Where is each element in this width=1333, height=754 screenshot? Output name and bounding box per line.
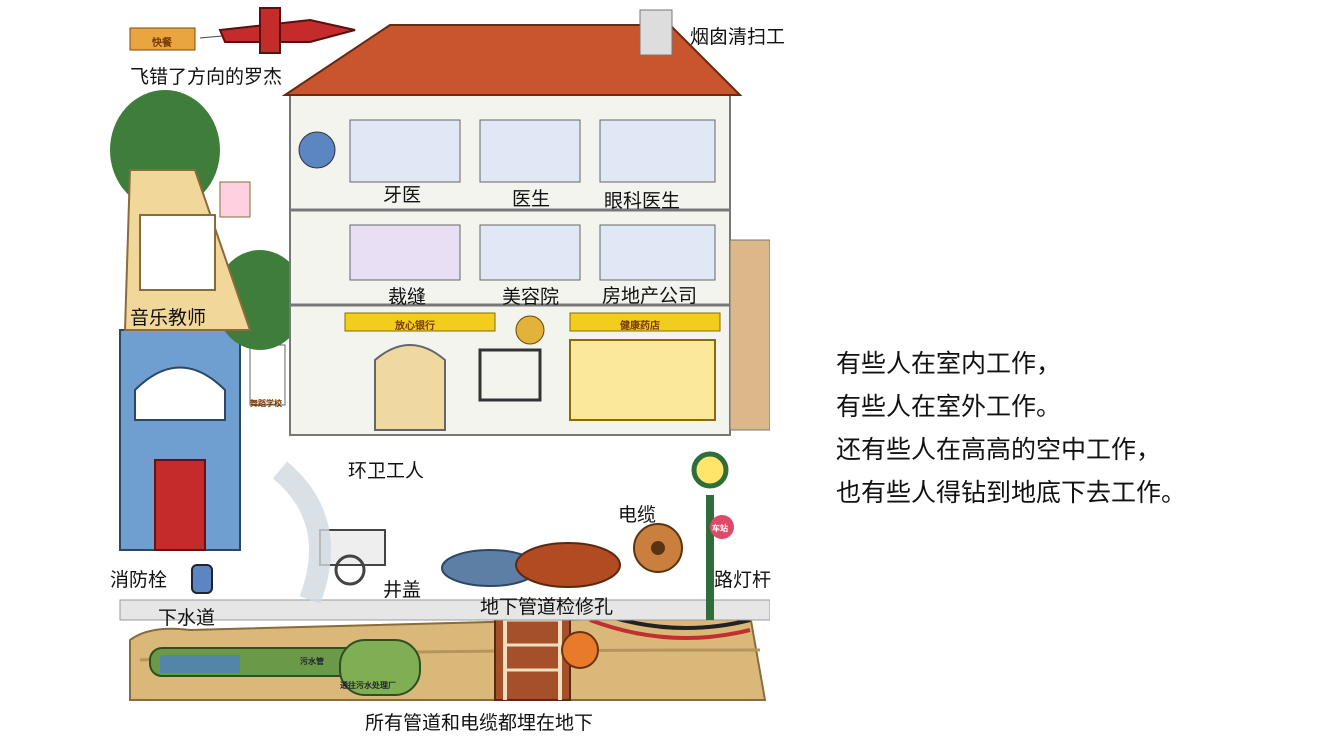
label-chimney-sweep: 烟囱清扫工 xyxy=(690,26,786,48)
label-real-estate: 房地产公司 xyxy=(602,285,698,307)
label-sanitation-worker: 环卫工人 xyxy=(348,460,425,482)
label-sewer: 下水道 xyxy=(158,607,216,629)
label-underground: 所有管道和电缆都埋在地下 xyxy=(365,712,594,734)
manhole-opening xyxy=(515,542,621,588)
label-utility-manhole: 地下管道检修孔 xyxy=(480,596,614,618)
description-line-3: 还有些人在高高的空中工作， xyxy=(836,435,1162,464)
label-street-lamp: 路灯杆 xyxy=(714,569,772,591)
label-fire-hydrant: 消防栓 xyxy=(110,569,168,591)
town-scene-svg xyxy=(110,7,771,701)
plane-banner xyxy=(129,27,196,51)
label-cable: 电缆 xyxy=(618,504,657,526)
label-beauty-salon: 美容院 xyxy=(502,286,560,308)
label-dentist: 牙医 xyxy=(383,184,422,206)
plane-banner-text: 快餐 xyxy=(152,38,172,49)
bank-sign xyxy=(344,312,496,332)
label-music-teacher: 音乐教师 xyxy=(130,307,207,329)
underground-dirt xyxy=(129,613,767,701)
description-line-2: 有些人在室外工作。 xyxy=(836,392,1062,421)
description-text: 有些人在室内工作， 有些人在室外工作。 还有些人在高高的空中工作， 也有些人得钻… xyxy=(836,342,1306,514)
airplane xyxy=(218,18,356,43)
label-doctor: 医生 xyxy=(512,188,551,210)
town-illustration: 快餐 放心银行 健康药店 舞蹈学校 车站 污水管 通往污水处理厂 飞错了方向的罗… xyxy=(110,0,785,750)
treatment-text: 通往污水处理厂 xyxy=(340,681,396,690)
pharmacy-sign-text: 健康药店 xyxy=(620,321,660,332)
sewer-pipe-text: 污水管 xyxy=(300,657,324,666)
bank-sign-text: 放心银行 xyxy=(395,321,435,332)
label-manhole-cover: 井盖 xyxy=(383,579,422,601)
pharmacy-sign xyxy=(569,312,721,332)
label-tailor: 裁缝 xyxy=(388,286,427,308)
bus-stop-sign-text: 车站 xyxy=(712,524,728,533)
fire-hydrant xyxy=(191,564,213,594)
label-eye-doctor: 眼科医生 xyxy=(604,190,681,212)
description-line-4: 也有些人得钻到地底下去工作。 xyxy=(836,478,1187,507)
label-pilot: 飞错了方向的罗杰 xyxy=(130,66,283,88)
description-line-1: 有些人在室内工作， xyxy=(836,349,1062,378)
street-lamp-pole xyxy=(706,495,714,620)
school-sign-text: 舞蹈学校 xyxy=(250,399,282,408)
